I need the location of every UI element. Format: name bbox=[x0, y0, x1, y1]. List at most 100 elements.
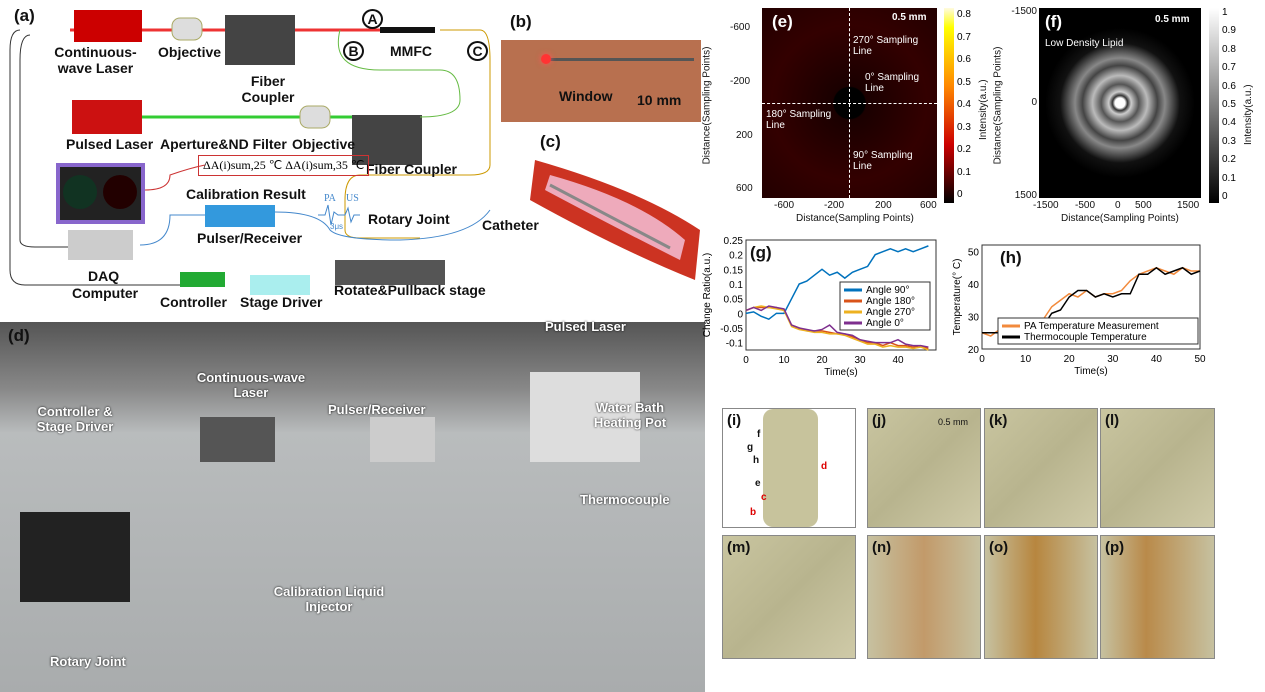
x-tick-label: 30 bbox=[854, 355, 866, 366]
marker-f: f bbox=[757, 429, 761, 440]
y-tick-label: 0 bbox=[737, 309, 743, 320]
label-objective-2: Objective bbox=[292, 136, 356, 152]
e-xtick: 600 bbox=[920, 200, 937, 211]
thumb-m: (m) bbox=[722, 535, 856, 659]
label-rotate-pullback-stage: Rotate&Pullback stage bbox=[334, 282, 486, 298]
panel-label-h: (h) bbox=[1000, 248, 1022, 267]
scale-bar-j: 0.5 mm bbox=[938, 417, 969, 427]
f-ytick: 0 bbox=[1031, 97, 1037, 108]
e-ylabel: Distance(Sampling Points) bbox=[701, 46, 713, 165]
label-cw-laser: Continuous-wave Laser bbox=[54, 44, 137, 76]
label-90-line: 90° Sampling Line bbox=[853, 150, 913, 172]
label-aperture-nd-filter: Aperture&ND Filter bbox=[160, 136, 287, 152]
x-tick-label: 10 bbox=[1020, 354, 1032, 365]
e-xlabel: Distance(Sampling Points) bbox=[796, 213, 914, 224]
marker-h: h bbox=[753, 455, 760, 466]
y-axis-label: Change Ratio(a.u.) bbox=[702, 253, 713, 338]
marker-d: d bbox=[821, 461, 828, 472]
x-tick-label: 30 bbox=[1107, 354, 1119, 365]
label-water-bath-photo: Water Bath Heating Pot bbox=[593, 400, 667, 430]
calibration-formula: ΔA(i)sum,25 ℃ ΔA(i)sum,35 ℃ bbox=[198, 155, 370, 176]
f-xlabel: Distance(Sampling Points) bbox=[1061, 213, 1179, 224]
thumb-p: (p) bbox=[1100, 535, 1215, 659]
y-tick-label: -0.1 bbox=[726, 339, 744, 350]
panel-label-a: (a) bbox=[14, 6, 35, 25]
label-stage-driver: Stage Driver bbox=[240, 294, 323, 310]
x-tick-label: 10 bbox=[778, 355, 790, 366]
x-axis-label: Time(s) bbox=[824, 367, 858, 378]
legend-entry: Angle 180° bbox=[866, 296, 915, 307]
label-controller: Controller bbox=[160, 294, 227, 310]
legend-entry: PA Temperature Measurement bbox=[1024, 321, 1159, 332]
label-0-line: 0° Sampling Line bbox=[865, 72, 920, 94]
scale-bar-e: 0.5 mm bbox=[892, 12, 927, 23]
f-xtick: 500 bbox=[1135, 200, 1152, 211]
legend-box bbox=[997, 317, 1199, 345]
panel-label-j: (j) bbox=[872, 412, 887, 429]
panel-label-f: (f) bbox=[1045, 12, 1062, 31]
thumb-k: (k) bbox=[984, 408, 1098, 528]
label-pulser-receiver: Pulser/Receiver bbox=[197, 230, 303, 246]
panel-label-n: (n) bbox=[872, 539, 892, 556]
panel-b-photo: Window 10 mm bbox=[501, 40, 701, 122]
panel-e-pa-image: (e) 0.5 mm 270° Sampling Line 0° Samplin… bbox=[700, 0, 989, 230]
panel-label-d: (d) bbox=[8, 326, 30, 345]
thumb-o: (o) bbox=[984, 535, 1098, 659]
panel-label-i: (i) bbox=[727, 412, 742, 429]
e-ytick: -600 bbox=[730, 22, 751, 33]
legend-entry: Angle 90° bbox=[866, 285, 909, 296]
label-thermocouple-photo: Thermocouple bbox=[580, 492, 670, 507]
y-tick-label: 30 bbox=[968, 313, 980, 324]
port-b: B bbox=[343, 41, 364, 61]
y-tick-label: 0.25 bbox=[724, 236, 744, 247]
panel-label-b: (b) bbox=[510, 12, 532, 31]
label-fiber-coupler-2: Fiber Coupler bbox=[366, 161, 458, 177]
thumb-i: (i) f g h d e c b bbox=[722, 408, 856, 528]
label-window: Window bbox=[559, 88, 613, 104]
y-tick-label: 50 bbox=[968, 248, 980, 259]
port-a: A bbox=[362, 9, 383, 29]
f-xtick: 0 bbox=[1115, 200, 1121, 211]
f-ylabel: Distance(Sampling Points) bbox=[992, 46, 1004, 165]
panel-label-p: (p) bbox=[1105, 539, 1125, 556]
label-180-line: 180° Sampling Line bbox=[766, 109, 832, 131]
y-tick-label: 20 bbox=[968, 345, 980, 356]
e-ytick: 600 bbox=[736, 183, 753, 194]
colorbar-f bbox=[1209, 8, 1219, 203]
label-calibration-result: Calibration Result bbox=[186, 186, 306, 202]
f-xtick: -500 bbox=[1075, 200, 1096, 211]
thumb-n: (n) bbox=[867, 535, 981, 659]
f-colorbar-label: Intensity(a.u.) bbox=[1243, 84, 1254, 145]
label-cw-laser-photo: Continuous-wave Laser bbox=[196, 370, 306, 400]
panel-a-schematic: (a) Continuous-wave Laser Objective Fibe… bbox=[0, 0, 539, 310]
pulsed-laser-device bbox=[72, 100, 142, 134]
panel-label-g: (g) bbox=[750, 243, 772, 262]
label-pa: PA bbox=[324, 193, 336, 204]
f-ytick: -1500 bbox=[1011, 6, 1037, 17]
marker-g: g bbox=[747, 442, 754, 453]
series-line-angle-0- bbox=[745, 305, 929, 348]
label-catheter: Catheter bbox=[482, 217, 539, 233]
x-tick-label: 20 bbox=[1064, 354, 1076, 365]
e-ytick: 200 bbox=[736, 130, 753, 141]
label-pulser-photo: Pulser/Receiver bbox=[328, 402, 426, 417]
panel-label-k: (k) bbox=[989, 412, 1008, 429]
label-daq: DAQ bbox=[88, 268, 120, 284]
panel-c-vessel bbox=[520, 130, 705, 290]
panel-d-photo: (d) Pulsed Laser Continuous-wave Laser C… bbox=[0, 319, 705, 692]
scale-bar-f: 0.5 mm bbox=[1155, 14, 1190, 25]
label-pulsed-laser: Pulsed Laser bbox=[66, 136, 154, 152]
e-ytick: -200 bbox=[730, 76, 751, 87]
label-fiber-coupler-1: Fiber Coupler bbox=[241, 73, 295, 105]
panel-label-c: (c) bbox=[540, 132, 561, 151]
label-low-density-lipid: Low Density Lipid bbox=[1045, 38, 1124, 49]
label-rotary-joint: Rotary Joint bbox=[368, 211, 450, 227]
label-controller-photo: Controller & Stage Driver bbox=[36, 404, 114, 434]
y-axis-label: Temperature(° C) bbox=[952, 259, 963, 336]
thumb-l: (l) bbox=[1100, 408, 1215, 528]
e-xtick: -200 bbox=[824, 200, 845, 211]
label-time: 3μs bbox=[330, 222, 344, 231]
x-axis-label: Time(s) bbox=[1074, 366, 1108, 377]
